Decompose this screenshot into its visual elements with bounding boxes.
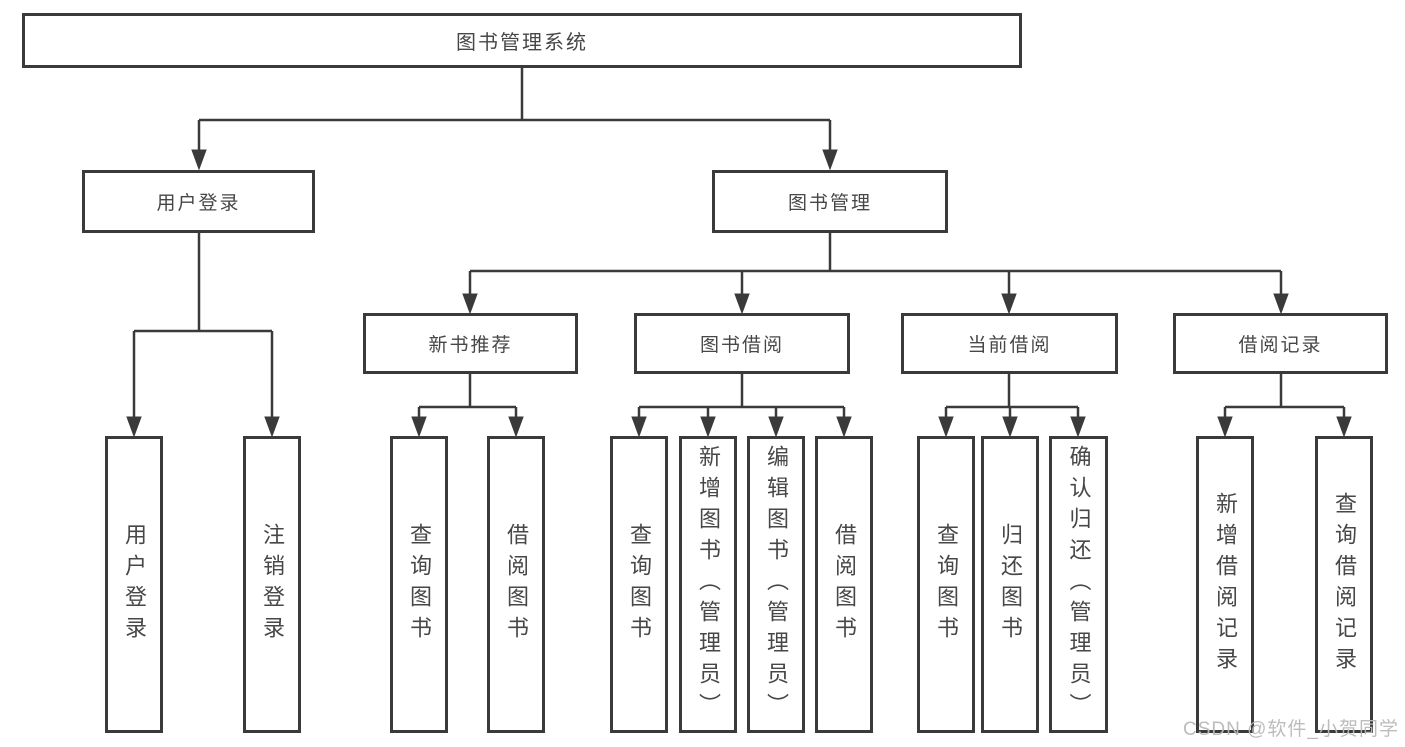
leaf-records-add-borrow-record: 新增借阅记录	[1196, 436, 1254, 733]
arrowhead-icon	[1273, 293, 1289, 315]
node-label: 查询图书	[627, 522, 652, 647]
arrowhead-icon	[631, 416, 647, 438]
node-label: 借阅记录	[1238, 335, 1323, 356]
node-label: 当前借阅	[967, 335, 1052, 356]
node-label: 查询图书	[407, 522, 432, 647]
arrowhead-icon	[1002, 416, 1018, 438]
csdn-watermark: CSDN @软件_小贺同学	[1183, 719, 1399, 740]
node-new-book-recommend: 新书推荐	[363, 313, 578, 374]
leaf-borrowing-edit-books-admin: 编辑图书（管理员）	[747, 436, 805, 733]
arrowhead-icon	[1336, 416, 1352, 438]
leaf-current-query-books: 查询图书	[917, 436, 975, 733]
node-label: 新增借阅记录	[1213, 491, 1238, 678]
arrowhead-icon	[700, 416, 716, 438]
node-label: 查询图书	[934, 522, 959, 647]
node-label: 新增图书（管理员）	[696, 445, 721, 724]
leaf-recommend-query-books: 查询图书	[390, 436, 448, 733]
arrowhead-icon	[938, 416, 954, 438]
arrowhead-icon	[822, 149, 838, 171]
node-label: 借阅图书	[504, 522, 529, 647]
node-borrow-records: 借阅记录	[1173, 313, 1388, 374]
arrowhead-icon	[1070, 416, 1086, 438]
node-label: 查询借阅记录	[1332, 491, 1357, 678]
arrowhead-icon	[191, 149, 207, 171]
leaf-borrowing-add-books-admin: 新增图书（管理员）	[679, 436, 737, 733]
node-book-borrowing: 图书借阅	[634, 313, 850, 374]
leaf-borrowing-borrow-books: 借阅图书	[815, 436, 873, 733]
node-library-management-system: 图书管理系统	[22, 13, 1022, 68]
leaf-recommend-borrow-books: 借阅图书	[487, 436, 545, 733]
node-label: 用户登录	[156, 193, 241, 214]
node-label: 新书推荐	[428, 335, 513, 356]
node-label: 确认归还（管理员）	[1066, 445, 1092, 724]
arrowhead-icon	[508, 416, 524, 438]
node-label: 图书借阅	[699, 335, 784, 356]
arrowhead-icon	[1001, 293, 1017, 315]
leaf-current-return-books: 归还图书	[981, 436, 1039, 733]
arrowhead-icon	[1217, 416, 1233, 438]
node-book-management: 图书管理	[712, 170, 948, 233]
leaf-user-login: 用户登录	[105, 436, 163, 733]
node-label: 图书管理	[787, 193, 872, 214]
node-label: 归还图书	[998, 522, 1023, 647]
leaf-current-confirm-return-admin: 确认归还（管理员）	[1049, 436, 1108, 733]
arrowhead-icon	[768, 416, 784, 438]
arrowhead-icon	[734, 293, 750, 315]
node-label: 图书管理系统	[456, 32, 588, 54]
arrowhead-icon	[836, 416, 852, 438]
leaf-logout-login: 注销登录	[243, 436, 301, 733]
node-current-borrowing: 当前借阅	[901, 313, 1118, 374]
node-label: 编辑图书（管理员）	[764, 445, 789, 724]
node-label: 用户登录	[122, 522, 147, 647]
arrowhead-icon	[264, 416, 280, 438]
arrowhead-icon	[462, 293, 478, 315]
node-label: 注销登录	[260, 522, 285, 647]
node-label: 借阅图书	[832, 522, 857, 647]
arrowhead-icon	[126, 416, 142, 438]
arrowhead-icon	[411, 416, 427, 438]
leaf-records-query-borrow-record: 查询借阅记录	[1315, 436, 1373, 733]
leaf-borrowing-query-books: 查询图书	[610, 436, 668, 733]
node-user-login: 用户登录	[82, 170, 315, 233]
